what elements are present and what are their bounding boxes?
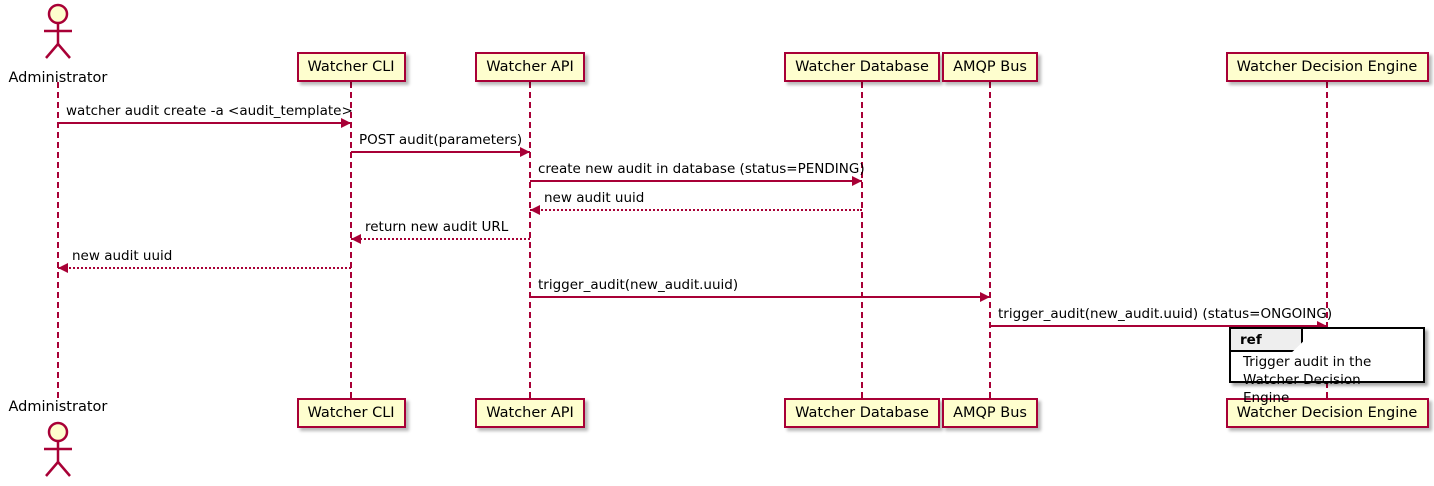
lifeline-amqp-bus bbox=[989, 82, 991, 398]
message-line-2 bbox=[351, 151, 530, 153]
message-arrowhead-8 bbox=[1317, 321, 1327, 331]
message-label-7: trigger_audit(new_audit.uuid) bbox=[538, 277, 739, 293]
actor-label-administrator-top: Administrator bbox=[8, 70, 108, 86]
message-arrowhead-3 bbox=[852, 176, 862, 186]
participant-box-watcher-cli-bottom[interactable]: Watcher CLI bbox=[296, 398, 406, 428]
message-label-8: trigger_audit(new_audit.uuid) (status=ON… bbox=[998, 306, 1333, 322]
lifeline-watcher-database bbox=[861, 82, 863, 398]
participant-box-watcher-api-bottom[interactable]: Watcher API bbox=[475, 398, 585, 428]
message-arrowhead-4 bbox=[530, 205, 540, 215]
ref-fragment-line-2: Watcher Decision Engine bbox=[1243, 372, 1361, 406]
lifeline-administrator bbox=[57, 82, 59, 398]
message-line-5 bbox=[351, 238, 530, 240]
message-label-3: create new audit in database (status=PEN… bbox=[538, 161, 865, 177]
participant-box-amqp-bus-top[interactable]: AMQP Bus bbox=[942, 52, 1038, 82]
message-line-6 bbox=[58, 267, 351, 269]
participant-box-watcher-api-top[interactable]: Watcher API bbox=[475, 52, 585, 82]
message-line-7 bbox=[530, 296, 990, 298]
message-line-3 bbox=[530, 180, 862, 182]
lifeline-watcher-api bbox=[529, 82, 531, 398]
participant-box-watcher-decision-engine-top[interactable]: Watcher Decision Engine bbox=[1225, 52, 1429, 82]
message-label-4: new audit uuid bbox=[544, 190, 645, 206]
message-arrowhead-1 bbox=[341, 118, 351, 128]
participant-box-watcher-cli-top[interactable]: Watcher CLI bbox=[296, 52, 406, 82]
message-label-2: POST audit(parameters) bbox=[359, 132, 523, 148]
message-arrowhead-5 bbox=[351, 234, 361, 244]
message-line-8 bbox=[990, 325, 1327, 327]
message-label-5: return new audit URL bbox=[365, 219, 509, 235]
message-arrowhead-7 bbox=[980, 292, 990, 302]
actor-administrator-bottom bbox=[36, 420, 80, 478]
message-line-4 bbox=[530, 209, 862, 211]
lifeline-watcher-decision-engine bbox=[1326, 82, 1328, 398]
message-label-6: new audit uuid bbox=[72, 248, 173, 264]
participant-box-watcher-database-top[interactable]: Watcher Database bbox=[784, 52, 940, 82]
participant-box-watcher-database-bottom[interactable]: Watcher Database bbox=[784, 398, 940, 428]
participant-box-amqp-bus-bottom[interactable]: AMQP Bus bbox=[942, 398, 1038, 428]
message-label-1: watcher audit create -a <audit_template> bbox=[66, 103, 353, 119]
message-arrowhead-2 bbox=[520, 147, 530, 157]
actor-label-administrator-bottom: Administrator bbox=[8, 399, 108, 415]
message-line-1 bbox=[58, 122, 351, 124]
message-arrowhead-6 bbox=[58, 263, 68, 273]
participant-box-watcher-decision-engine-bottom[interactable]: Watcher Decision Engine bbox=[1225, 398, 1429, 428]
ref-fragment-line-1: Trigger audit in the bbox=[1243, 354, 1372, 370]
ref-fragment-tab: ref bbox=[1231, 329, 1303, 352]
actor-administrator-top bbox=[36, 2, 80, 60]
